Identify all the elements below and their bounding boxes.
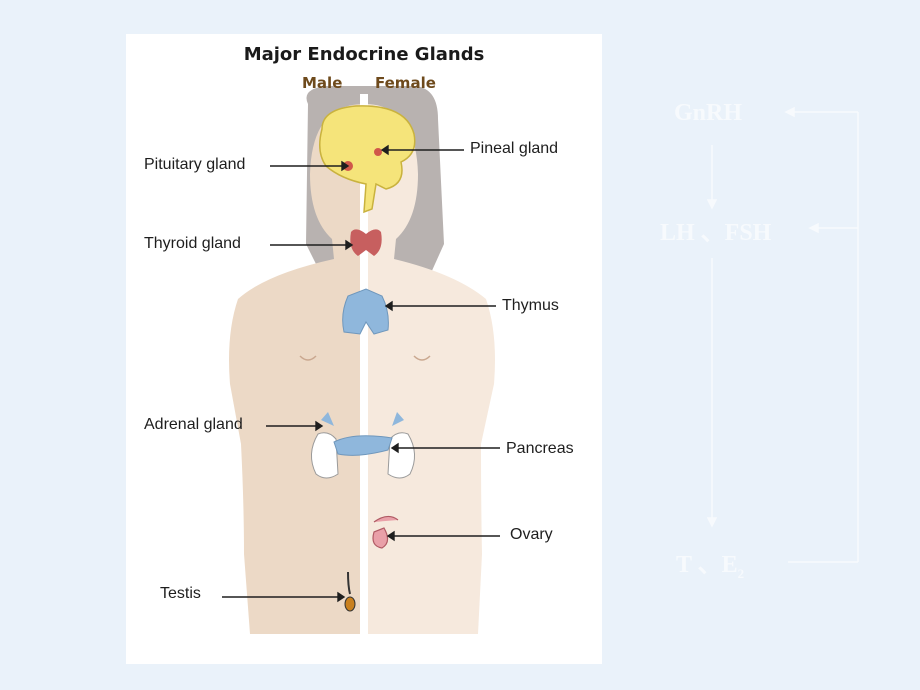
t-e2-label: T 、E2 [676,552,745,581]
male-label: Male [302,74,343,92]
pituitary-label: Pituitary gland [144,156,246,173]
endocrine-diagram: Major Endocrine Glands Male Female Pitui… [126,34,602,664]
right-adrenal-shape [392,412,404,426]
left-adrenal-shape [321,412,334,426]
thyroid-shape [350,229,382,256]
thymus-shape [342,288,389,335]
thymus-label: Thymus [502,297,559,314]
ovary-label: Ovary [510,526,553,543]
male-body [229,104,364,634]
pineal-label: Pineal gland [470,140,559,157]
testis-shape [344,596,356,612]
adrenal-label: Adrenal gland [144,416,243,433]
diagram-title: Major Endocrine Glands [243,44,485,65]
male-chest-line [299,355,317,361]
center-divider [360,94,368,639]
gnrh-label: GnRH [674,100,743,126]
female-chest-line [413,355,431,361]
body-illustration [222,86,500,639]
ovary-shape [372,515,399,549]
thyroid-label: Thyroid gland [144,235,241,252]
pointer-lines [222,144,500,603]
lh-fsh-label: LH 、FSH [660,220,772,246]
female-label: Female [375,74,436,92]
testis-label: Testis [160,585,201,602]
testis-cord [347,571,351,595]
female-body [364,104,495,634]
pineal-gland-shape [374,148,382,156]
right-kidney-shape [387,432,415,479]
left-kidney-shape [311,432,339,479]
pancreas-shape [333,435,393,456]
pancreas-label: Pancreas [506,440,574,457]
